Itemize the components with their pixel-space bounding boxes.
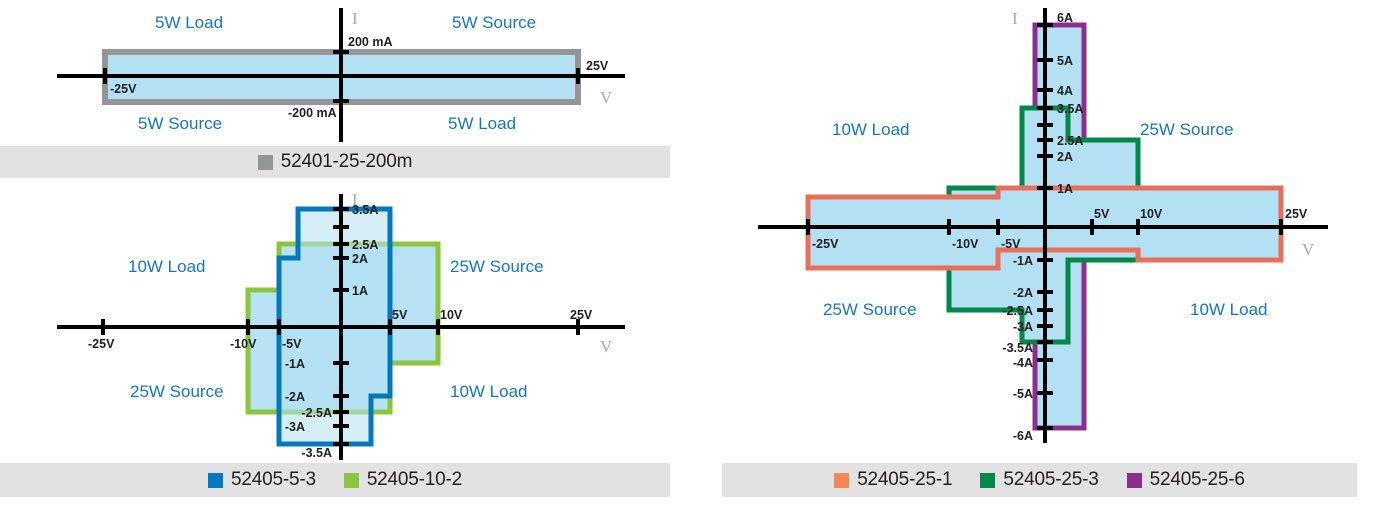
tick-label-i-pos1: 1A <box>1057 182 1073 196</box>
tick-label-i-neg3p5: -3.5A <box>301 446 332 460</box>
tick-label-i-neg1: -1A <box>285 357 305 371</box>
current-axis-label: I <box>1012 9 1018 28</box>
tick-label-i-pos1: 1A <box>352 284 368 298</box>
tick-label-i-neg2p5: -2.5A <box>301 406 332 420</box>
tick-label-i-neg1: -1A <box>1013 254 1033 268</box>
tick-label-v-neg5: -5V <box>1001 237 1021 251</box>
tick-label-i-pos5: 5A <box>1057 54 1073 68</box>
quadrant-label-top-left: 10W Load <box>832 120 910 139</box>
quadrant-label-bottom-left: 25W Source <box>823 300 917 319</box>
legend-entry-52405-25-3: 52405-25-3 <box>980 469 1099 491</box>
quadrant-label-top-left: 5W Load <box>155 13 223 32</box>
legend-label: 52405-10-2 <box>366 469 463 490</box>
quadrant-label-top-right: 5W Source <box>452 13 536 32</box>
tick-label-i-neg4: -4A <box>1013 356 1033 370</box>
tick-label-v-neg5: -5V <box>282 337 302 351</box>
tick-label-v-positive: 25V <box>586 59 609 73</box>
legend-label: 52401-25-200m <box>280 151 413 172</box>
legend-label: 52405-5-3 <box>230 469 316 490</box>
tick-label-i-neg3: -3A <box>285 420 305 434</box>
tick-label-v-pos10: 10V <box>440 308 463 322</box>
quadrant-label-bottom-left: 5W Source <box>138 114 222 133</box>
legend-label: 52405-25-6 <box>1149 469 1245 490</box>
tick-label-v-neg10: -10V <box>952 237 979 251</box>
tick-label-v-pos25: 25V <box>570 308 593 322</box>
tick-label-i-pos3p5: 3.5A <box>1057 102 1083 116</box>
legend-swatch-icon <box>257 154 273 170</box>
legend-entry-52405-25-1: 52405-25-1 <box>834 469 953 491</box>
legend-chart-52401: 52401-25-200m <box>0 146 670 178</box>
chart-52405-25-panel: I V -25V -10V -5V 5V 10V 25V 6A 5A 4A 3.… <box>700 0 1379 507</box>
voltage-axis-label: V <box>1302 240 1315 259</box>
tick-label-i-neg3: -3A <box>1013 320 1033 334</box>
tick-label-i-pos6: 6A <box>1057 11 1073 25</box>
legend-label: 52405-25-3 <box>1003 469 1099 490</box>
tick-label-i-negative: -200 mA <box>288 106 337 120</box>
tick-label-v-neg25: -25V <box>812 237 839 251</box>
legend-swatch-icon <box>834 472 850 488</box>
tick-label-i-pos2p5: 2.5A <box>352 238 378 252</box>
chart-52401-svg: I V 200 mA -200 mA 25V -25V 5W Load 5W S… <box>57 8 625 142</box>
legend-swatch-icon <box>1126 472 1142 488</box>
legend-entry-52405-5-3: 52405-5-3 <box>207 469 316 491</box>
legend-entry-52401-25-200m: 52401-25-200m <box>257 151 413 173</box>
quadrant-label-bottom-right: 10W Load <box>1190 300 1268 319</box>
tick-label-i-neg2p5: -2.5A <box>1002 304 1033 318</box>
tick-label-v-neg25: -25V <box>88 337 115 351</box>
chart-52405-5-10-svg: I V -25V -10V -5V 5V 10V 25V 3.5A 2.5A 2… <box>57 190 625 460</box>
legend-swatch-icon <box>980 472 996 488</box>
tick-label-v-pos10: 10V <box>1140 207 1163 221</box>
tick-label-v-pos5: 5V <box>1094 207 1110 221</box>
chart-52405-25-svg: I V -25V -10V -5V 5V 10V 25V 6A 5A 4A 3.… <box>758 8 1328 443</box>
tick-label-i-pos2: 2A <box>1057 150 1073 164</box>
legend-swatch-icon <box>207 472 223 488</box>
legend-chart-52405-25: 52405-25-1 52405-25-3 52405-25-6 <box>722 463 1357 497</box>
tick-label-i-neg2: -2A <box>1013 286 1033 300</box>
voltage-axis-label: V <box>600 88 613 107</box>
chart-52405-5-10-panel: I V -25V -10V -5V 5V 10V 25V 3.5A 2.5A 2… <box>0 180 670 507</box>
current-axis-label: I <box>352 9 358 28</box>
tick-label-i-positive: 200 mA <box>348 35 392 49</box>
quadrant-label-top-right: 25W Source <box>450 257 544 276</box>
quadrant-label-bottom-right: 10W Load <box>450 382 528 401</box>
legend-chart-52405-5-10: 52405-5-3 52405-10-2 <box>0 463 670 497</box>
tick-label-i-pos2: 2A <box>352 252 368 266</box>
tick-label-i-neg3p5: -3.5A <box>1002 341 1033 355</box>
tick-label-i-neg2: -2A <box>285 390 305 404</box>
voltage-axis-label: V <box>600 337 613 356</box>
tick-label-v-pos5: 5V <box>392 308 408 322</box>
tick-label-i-pos3p5: 3.5A <box>352 203 378 217</box>
tick-label-i-pos4: 4A <box>1057 84 1073 98</box>
legend-swatch-icon <box>343 472 359 488</box>
quadrant-label-top-right: 25W Source <box>1140 120 1234 139</box>
legend-entry-52405-10-2: 52405-10-2 <box>343 469 463 491</box>
quadrant-label-bottom-right: 5W Load <box>448 114 516 133</box>
legend-entry-52405-25-6: 52405-25-6 <box>1126 469 1245 491</box>
tick-label-i-pos2p5: 2.5A <box>1057 134 1083 148</box>
tick-label-i-neg6: -6A <box>1013 429 1033 443</box>
chart-52401-panel: I V 200 mA -200 mA 25V -25V 5W Load 5W S… <box>0 0 670 180</box>
quadrant-label-top-left: 10W Load <box>128 257 206 276</box>
legend-label: 52405-25-1 <box>857 469 953 490</box>
current-axis-label: I <box>352 190 358 209</box>
tick-label-v-neg10: -10V <box>230 337 257 351</box>
tick-label-i-neg5: -5A <box>1013 387 1033 401</box>
tick-label-v-pos25: 25V <box>1285 207 1308 221</box>
tick-label-v-negative: -25V <box>110 82 137 96</box>
quadrant-label-bottom-left: 25W Source <box>130 382 224 401</box>
